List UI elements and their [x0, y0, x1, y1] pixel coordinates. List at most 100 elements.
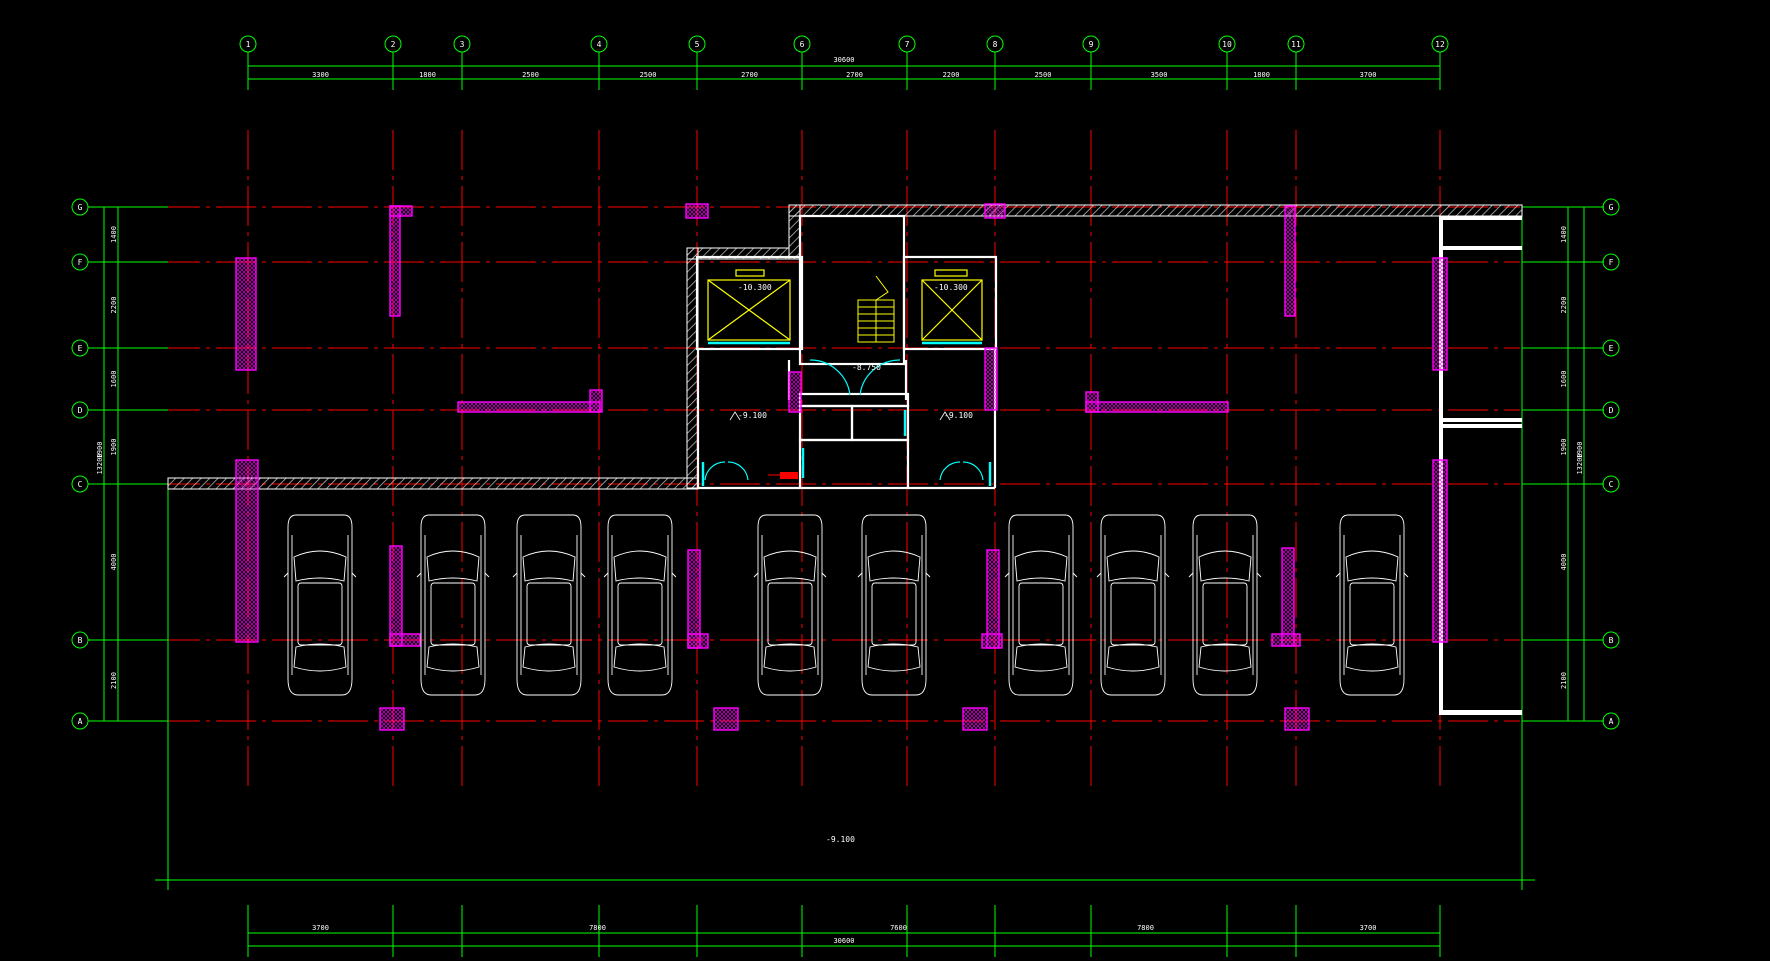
dim-bottom-seg: 7600 — [890, 924, 907, 932]
row-label-right-B: B — [1609, 636, 1614, 645]
stair — [857, 275, 895, 343]
dim-top-seg: 3700 — [1360, 71, 1377, 79]
row-bubble-left-A — [71, 712, 89, 730]
shear-wall — [685, 203, 709, 219]
axis-label-6: 6 — [800, 40, 805, 49]
car-rear-window — [613, 643, 667, 672]
car-windshield — [1014, 550, 1068, 582]
shear-wall — [589, 389, 603, 413]
car-windshield — [867, 550, 921, 582]
car-roof — [767, 582, 813, 646]
dim-left-seg: 1900 — [110, 439, 118, 456]
car-rear-window — [1345, 643, 1399, 672]
axis-bubble-1 — [239, 35, 257, 53]
car-roof — [526, 582, 572, 646]
axis-label-1: 1 — [246, 40, 251, 49]
shear-wall — [984, 347, 998, 411]
car-mirrors — [1096, 572, 1170, 578]
shear-wall — [389, 545, 403, 647]
car-roof — [617, 582, 663, 646]
car-roof — [1018, 582, 1064, 646]
dim-left-sub: 1900 — [96, 442, 104, 459]
shear-wall — [962, 707, 988, 731]
row-bubble-right-E — [1602, 339, 1620, 357]
shear-wall — [687, 633, 709, 649]
parked-car — [1096, 514, 1170, 696]
dim-right-seg: 2200 — [1560, 297, 1568, 314]
shear-wall — [1271, 633, 1301, 647]
level-floor-left: -9.100 — [738, 411, 767, 420]
doors — [701, 341, 992, 486]
shear-wall — [235, 257, 257, 371]
car-body — [420, 514, 486, 696]
car-roof — [297, 582, 343, 646]
shear-wall — [981, 633, 1003, 649]
level-elev-right: -10.300 — [934, 283, 968, 292]
dim-left-seg: 2200 — [110, 297, 118, 314]
car-mirrors — [1004, 572, 1078, 578]
row-label-left-A: A — [78, 717, 83, 726]
dim-top-seg: 3500 — [1151, 71, 1168, 79]
car-body — [1339, 514, 1405, 696]
axis-bubble-7 — [898, 35, 916, 53]
dim-top-seg: 3300 — [312, 71, 329, 79]
car-windshield — [763, 550, 817, 582]
parked-car — [1004, 514, 1078, 696]
car-mirrors — [753, 572, 827, 578]
car-rear-window — [763, 643, 817, 672]
dim-bottom-total: 30600 — [833, 937, 854, 945]
row-bubble-right-G — [1602, 198, 1620, 216]
axis-label-7: 7 — [905, 40, 910, 49]
car-roof — [871, 582, 917, 646]
level-lobby: -8.750 — [852, 363, 881, 372]
dim-right-seg: 2100 — [1560, 672, 1568, 689]
dim-left-seg: 2100 — [110, 672, 118, 689]
axis-label-11: 11 — [1291, 40, 1301, 49]
row-label-left-G: G — [78, 203, 83, 212]
car-windshield — [613, 550, 667, 582]
car-mirrors — [283, 572, 357, 578]
dim-top-seg: 2500 — [522, 71, 539, 79]
car-body — [287, 514, 353, 696]
row-bubble-right-A — [1602, 712, 1620, 730]
dim-top-seg: 2700 — [741, 71, 758, 79]
car-rear-window — [1106, 643, 1160, 672]
axis-bubble-10 — [1218, 35, 1236, 53]
car-windshield — [1198, 550, 1252, 582]
car-roof — [1202, 582, 1248, 646]
car-body — [1100, 514, 1166, 696]
car-rear-window — [522, 643, 576, 672]
car-roof — [1110, 582, 1156, 646]
car-roof — [1349, 582, 1395, 646]
level-parking: -9.100 — [826, 835, 855, 844]
parked-car — [1188, 514, 1262, 696]
row-label-left-E: E — [78, 344, 83, 353]
car-body — [757, 514, 823, 696]
row-bubble-left-G — [71, 198, 89, 216]
row-bubble-left-B — [71, 631, 89, 649]
dim-bottom-seg: 3700 — [1360, 924, 1377, 932]
dim-right-seg: 1900 — [1560, 439, 1568, 456]
row-label-right-G: G — [1609, 203, 1614, 212]
row-label-right-F: F — [1609, 258, 1614, 267]
row-bubble-left-E — [71, 339, 89, 357]
row-label-left-D: D — [78, 406, 83, 415]
car-mirrors — [1188, 572, 1262, 578]
parked-car — [283, 514, 357, 696]
row-label-right-E: E — [1609, 344, 1614, 353]
dim-top-seg: 2500 — [1035, 71, 1052, 79]
dim-left-seg: 4000 — [110, 554, 118, 571]
dim-left-seg: 1400 — [110, 226, 118, 243]
axis-bubble-4 — [590, 35, 608, 53]
shear-wall — [389, 205, 401, 317]
row-bubble-left-C — [71, 475, 89, 493]
axis-label-12: 12 — [1435, 40, 1445, 49]
shear-wall — [1284, 205, 1296, 317]
car-windshield — [1106, 550, 1160, 582]
core-walls — [695, 214, 998, 490]
shear-wall — [1085, 401, 1229, 413]
parked-car — [512, 514, 586, 696]
